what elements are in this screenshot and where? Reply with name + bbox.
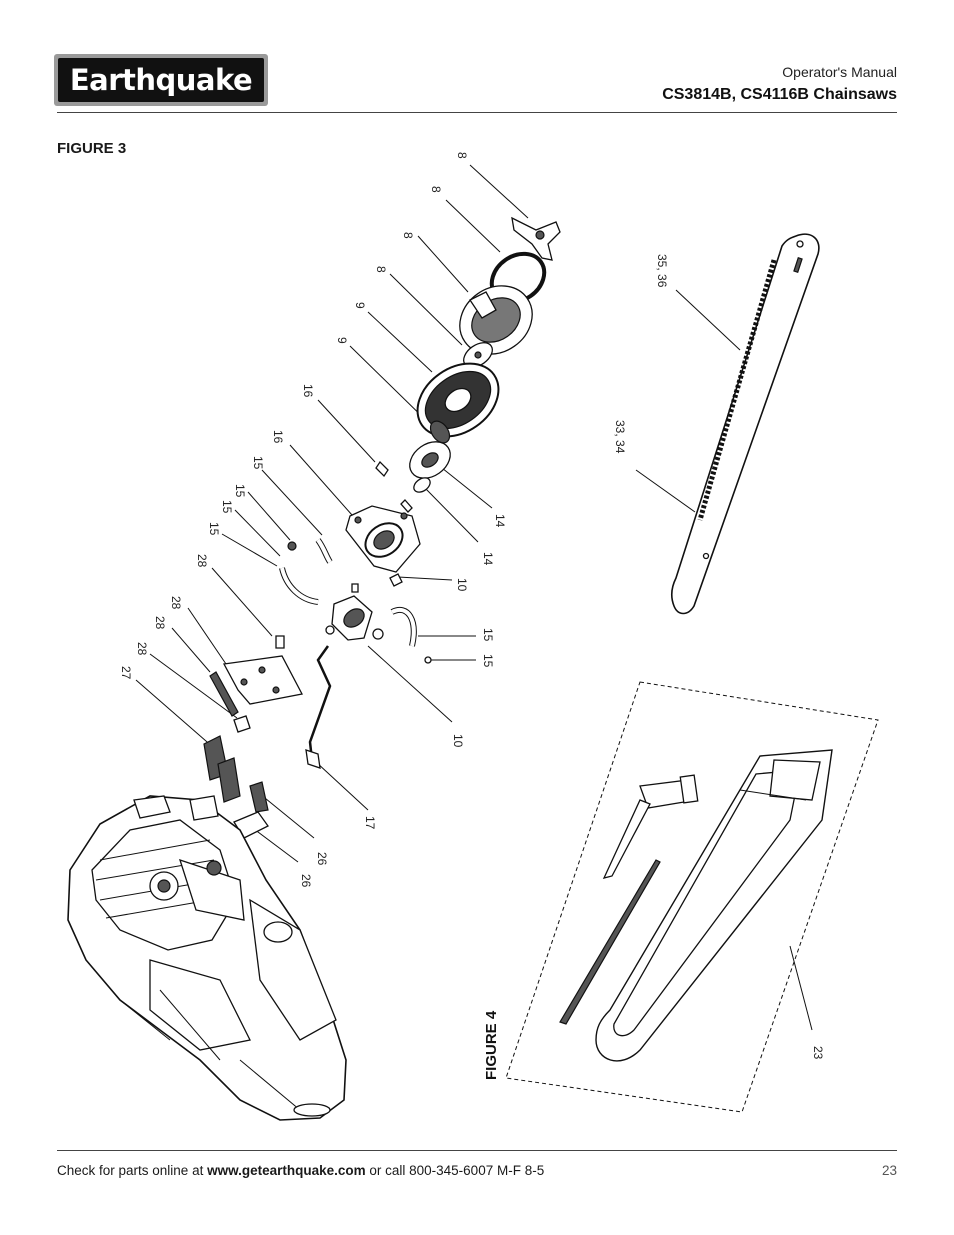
callout-33-34: 33, 34 — [613, 420, 627, 454]
callout-28: 28 — [169, 596, 183, 610]
callout-8: 8 — [429, 186, 443, 193]
callout-16: 16 — [301, 384, 315, 398]
manual-title: CS3814B, CS4116B Chainsaws — [662, 86, 897, 103]
callout-10: 10 — [455, 578, 469, 592]
callout-labels: 8 8 8 8 9 9 16 16 15 15 15 15 28 28 28 2… — [119, 152, 825, 1080]
footer-rule — [57, 1150, 897, 1151]
callout-8: 8 — [374, 266, 388, 273]
guide-bar-and-chain — [671, 233, 820, 615]
callout-27: 27 — [119, 666, 133, 680]
oil-pump — [279, 538, 432, 769]
callout-15: 15 — [233, 484, 247, 498]
website-link[interactable]: www.getearthquake.com — [207, 1163, 366, 1178]
callout-28: 28 — [195, 554, 209, 568]
footer-text: Check for parts online at www.getearthqu… — [57, 1163, 544, 1178]
callout-28: 28 — [135, 642, 149, 656]
callout-9: 9 — [353, 302, 367, 309]
page-number: 23 — [881, 1163, 897, 1178]
callout-23: 23 — [811, 1046, 825, 1060]
figure-4-title: FIGURE 4 — [483, 1010, 500, 1080]
bar-mount-parts — [203, 635, 303, 839]
engine-housing — [67, 795, 347, 1121]
footer-suffix: or call 800-345-6007 M-F 8-5 — [365, 1163, 545, 1178]
callout-26: 26 — [299, 874, 313, 888]
callout-15: 15 — [481, 628, 495, 642]
callout-16: 16 — [271, 430, 285, 444]
callout-10: 10 — [451, 734, 465, 748]
callout-17: 17 — [363, 816, 377, 830]
logo-text: Earthquake — [58, 58, 264, 102]
manual-subtitle: Operator's Manual — [782, 64, 897, 80]
header-rule — [57, 112, 897, 113]
callout-35-36: 35, 36 — [655, 254, 669, 288]
leader-lines — [135, 164, 813, 1031]
callout-28: 28 — [153, 616, 167, 630]
callout-15: 15 — [251, 456, 265, 470]
callout-15: 15 — [207, 522, 221, 536]
callout-26: 26 — [315, 852, 329, 866]
callout-8: 8 — [455, 152, 469, 159]
callout-8: 8 — [401, 232, 415, 239]
callout-14: 14 — [481, 552, 495, 566]
callout-15: 15 — [481, 654, 495, 668]
figure-3-title: FIGURE 3 — [57, 140, 127, 157]
clutch-assembly — [375, 216, 561, 513]
oil-pump-plate — [345, 505, 421, 573]
callout-14: 14 — [493, 514, 507, 528]
figure-4-frame — [505, 681, 879, 1113]
footer-prefix: Check for parts online at — [57, 1163, 208, 1178]
earthquake-logo: Earthquake — [54, 54, 268, 106]
callout-9: 9 — [335, 337, 349, 344]
callout-15: 15 — [220, 500, 234, 514]
